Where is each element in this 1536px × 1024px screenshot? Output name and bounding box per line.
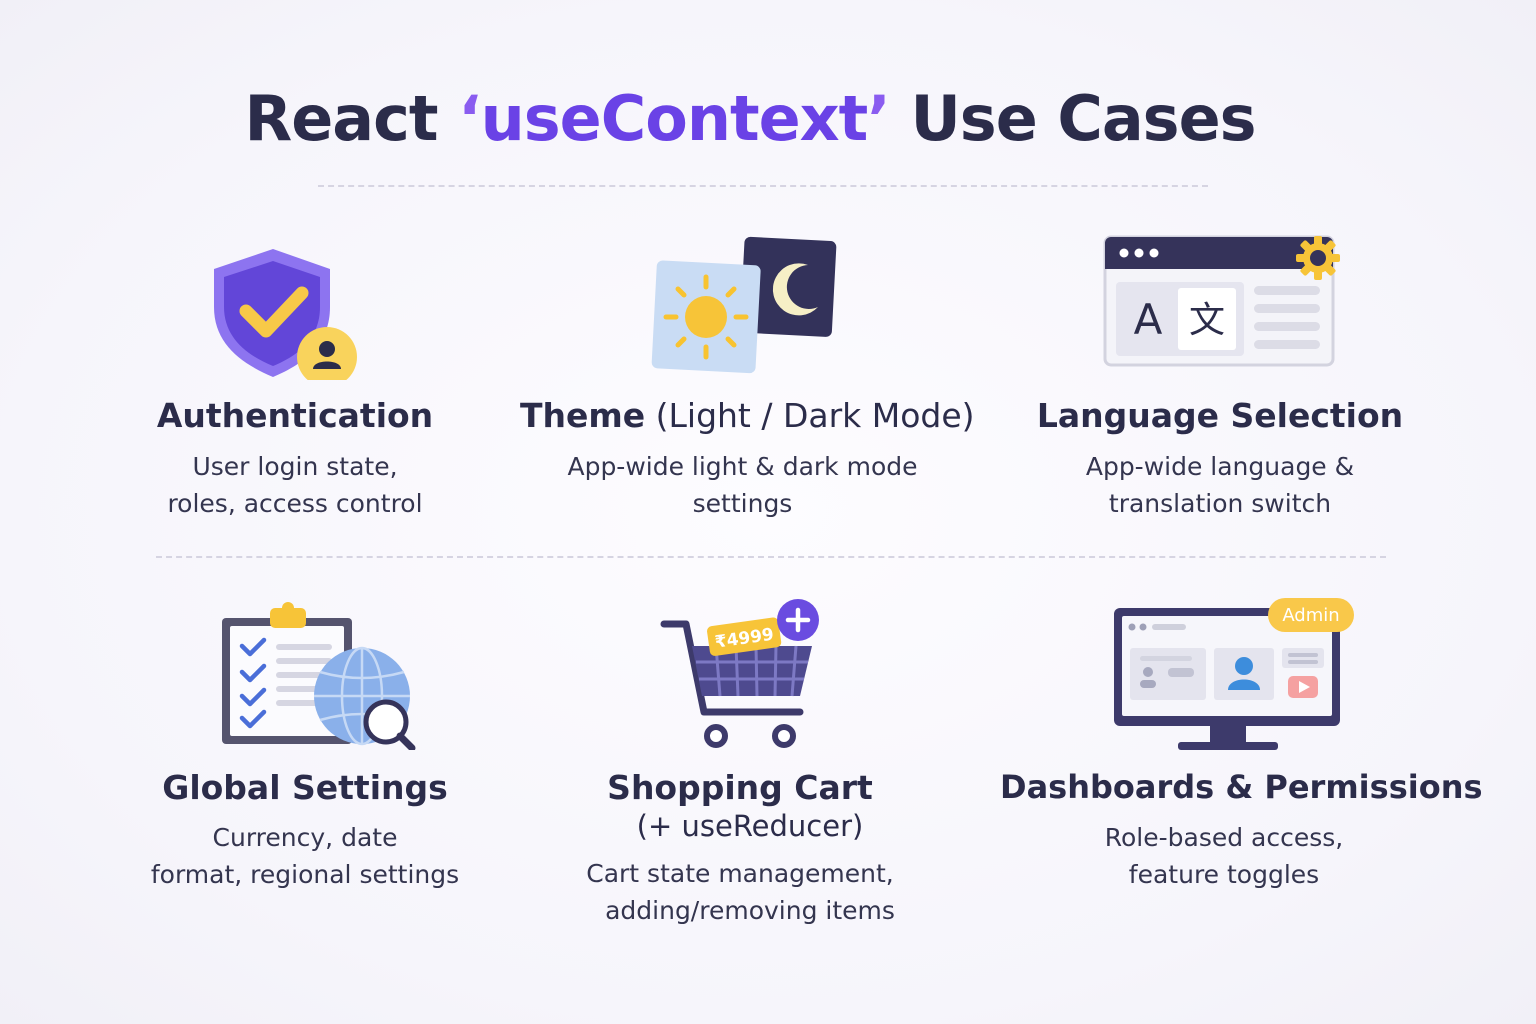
card-description: Cart state management, adding/removing i…	[586, 859, 895, 925]
card-theme: Theme (Light / Dark Mode) App-wide light…	[520, 230, 975, 530]
shield-check-user-icon	[210, 245, 360, 387]
card-title: Global Settings	[162, 768, 448, 807]
card-description: App-wide light & dark mode settings	[567, 452, 918, 518]
card-shopping-cart: ₹4999 Shopping Cart (+ useReducer) Cart …	[560, 596, 920, 936]
row-divider	[156, 556, 1386, 558]
card-description: User login state, roles, access control	[167, 452, 423, 518]
card-title: Language Selection	[1036, 396, 1404, 435]
card-title: Theme (Light / Dark Mode)	[520, 396, 975, 435]
card-title: Authentication	[156, 396, 434, 435]
sun-moon-icon	[650, 235, 840, 375]
card-description: Currency, date format, regional settings	[150, 823, 460, 889]
title-prefix: React	[244, 82, 459, 155]
svg-text:文: 文	[1189, 300, 1225, 341]
title-suffix: Use Cases	[889, 82, 1256, 155]
shopping-cart-icon: ₹4999	[660, 596, 825, 748]
title-divider	[318, 185, 1208, 187]
card-title: Shopping Cart	[607, 768, 873, 807]
card-description: Role-based access, feature toggles	[1104, 823, 1344, 889]
card-global-settings: Global Settings Currency, date format, r…	[140, 600, 470, 900]
card-authentication: Authentication User login state, roles, …	[130, 230, 460, 530]
clipboard-globe-icon	[218, 600, 418, 752]
title-accent: useContext	[480, 82, 869, 155]
card-language-selection: A 文	[1030, 230, 1410, 530]
svg-text:A: A	[1134, 295, 1163, 344]
card-subtitle: (+ useReducer)	[636, 809, 864, 843]
card-title: Dashboards & Permissions	[1000, 768, 1483, 806]
card-dashboards-permissions: Admin Dashboards & Permissions Role-base…	[1000, 598, 1483, 898]
admin-badge: Admin	[1282, 605, 1339, 626]
page-title: React ‘useContext’ Use Cases	[244, 82, 1256, 155]
monitor-dashboard-icon: Admin	[1110, 598, 1360, 758]
browser-translate-icon: A 文	[1102, 234, 1347, 369]
card-description: App-wide language & translation switch	[1085, 452, 1355, 518]
